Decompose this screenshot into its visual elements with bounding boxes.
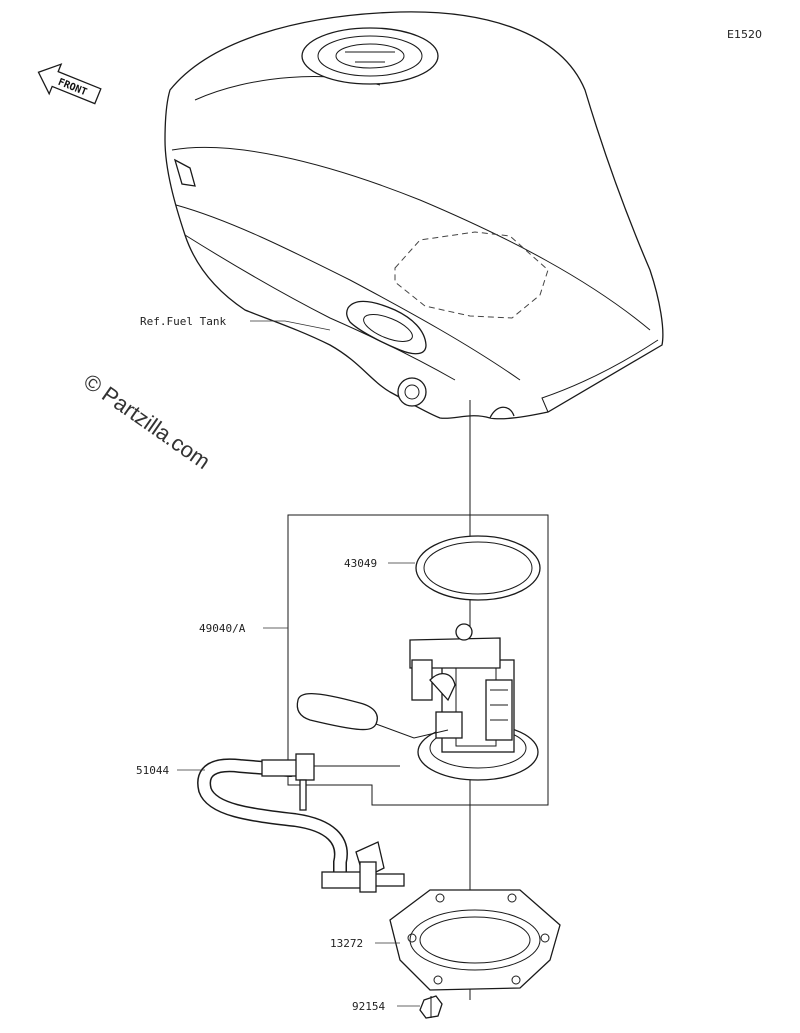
label-92154: 92154 — [352, 1000, 385, 1013]
label-13272: 13272 — [330, 937, 363, 950]
fuel-tank — [164, 11, 664, 420]
gasket-43049 — [415, 535, 541, 601]
label-51044: 51044 — [136, 764, 169, 777]
watermark: © Partzilla.com — [79, 369, 215, 475]
label-ref-fuel-tank: Ref.Fuel Tank — [140, 315, 226, 328]
diagram-code: E1520 — [727, 28, 762, 41]
fuel-hose-51044 — [197, 753, 405, 893]
front-arrow-icon: FRONT — [37, 63, 102, 105]
label-43049: 43049 — [344, 557, 377, 570]
label-49040-a: 49040/A — [199, 622, 246, 635]
plate-13272 — [389, 889, 561, 991]
bolt-92154 — [419, 995, 443, 1019]
fuel-pump-assembly — [296, 623, 539, 781]
